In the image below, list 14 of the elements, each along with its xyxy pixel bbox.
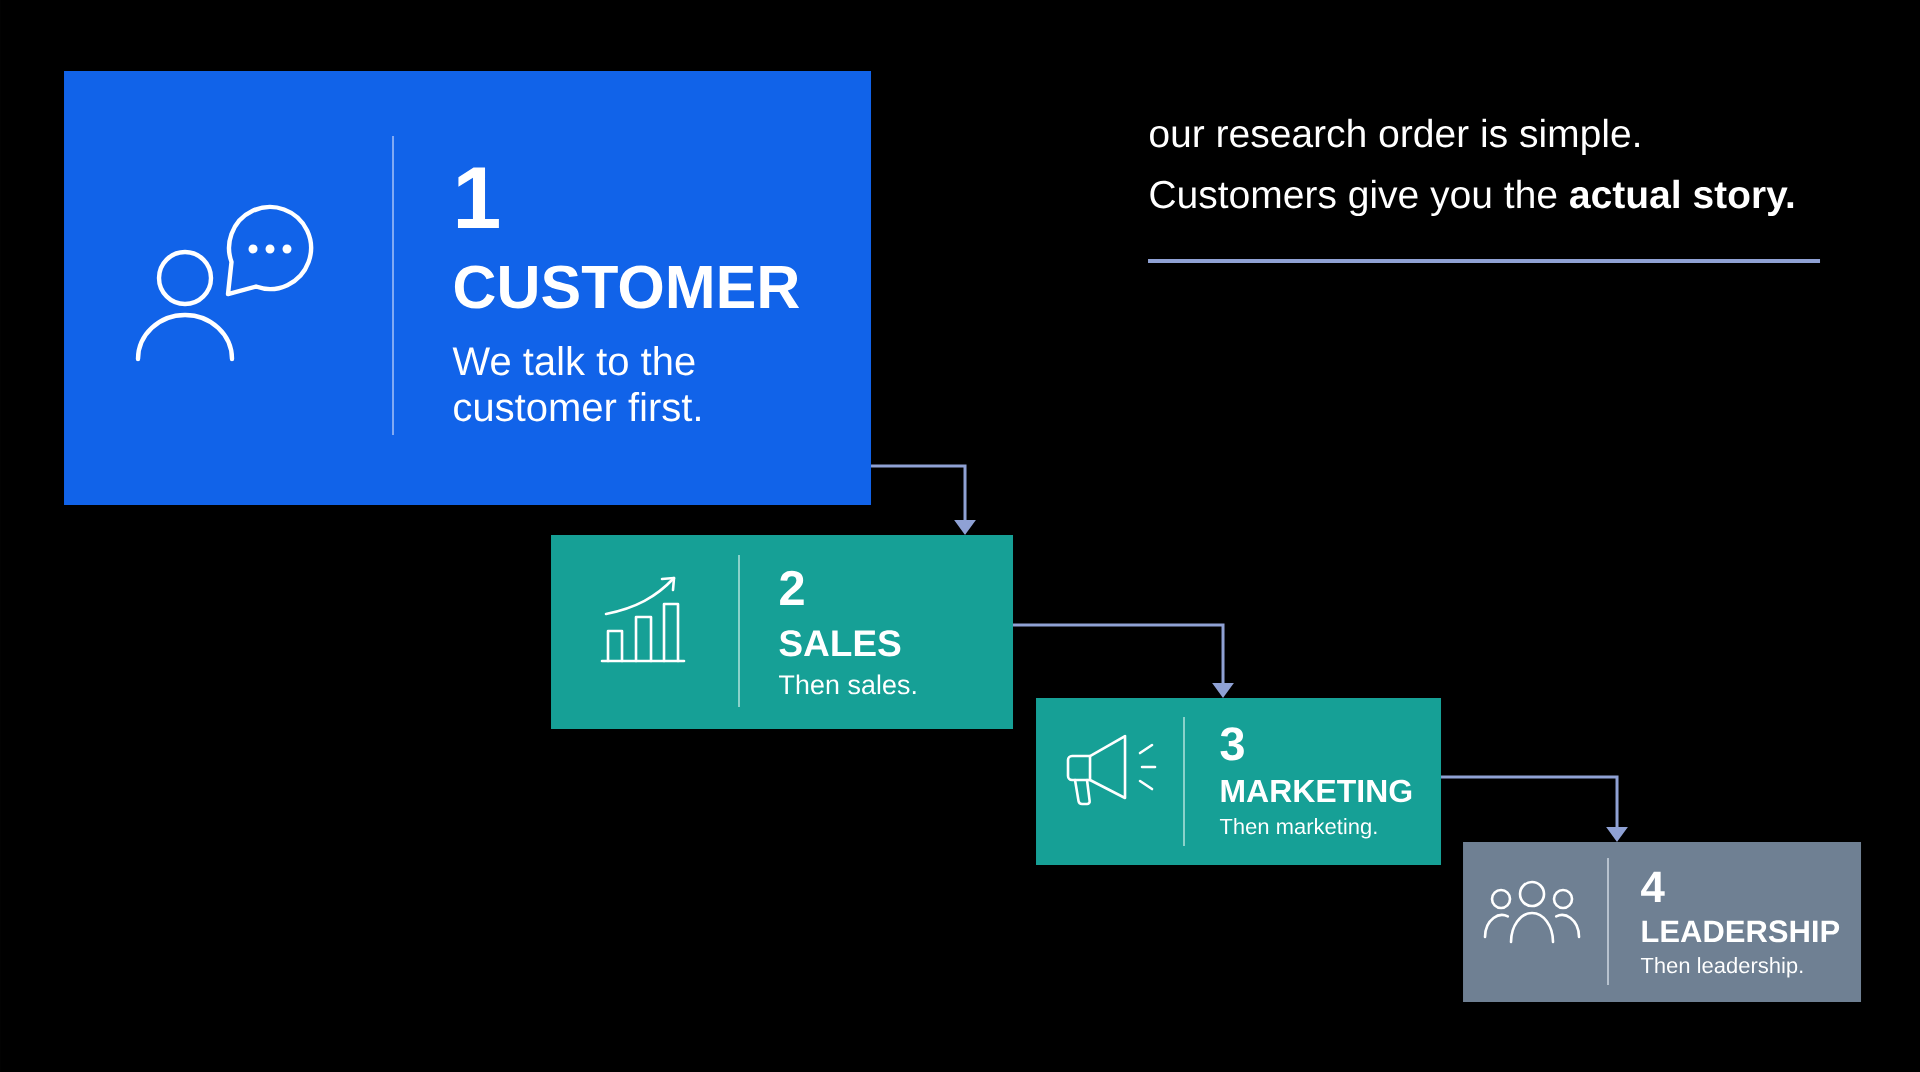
step-description: We talk to the customer first. — [452, 346, 700, 422]
step-number: 3 — [1220, 727, 1244, 761]
step-title: CUSTOMER — [454, 265, 800, 309]
step-title: SALES — [779, 630, 901, 657]
step-number: 2 — [780, 570, 804, 605]
step-description: Then marketing. — [1219, 818, 1377, 839]
step-description: Then sales. — [779, 674, 916, 695]
headline-text: our research order is simple. — [1150, 118, 1639, 156]
step-title: MARKETING — [1221, 779, 1412, 803]
headline-text: Customers give you the actual story. — [1150, 179, 1794, 217]
step-description: Then leadership. — [1640, 957, 1803, 978]
step-number: 1 — [457, 167, 499, 228]
step-title: LEADERSHIP — [1642, 920, 1840, 943]
step-number: 4 — [1641, 871, 1665, 902]
